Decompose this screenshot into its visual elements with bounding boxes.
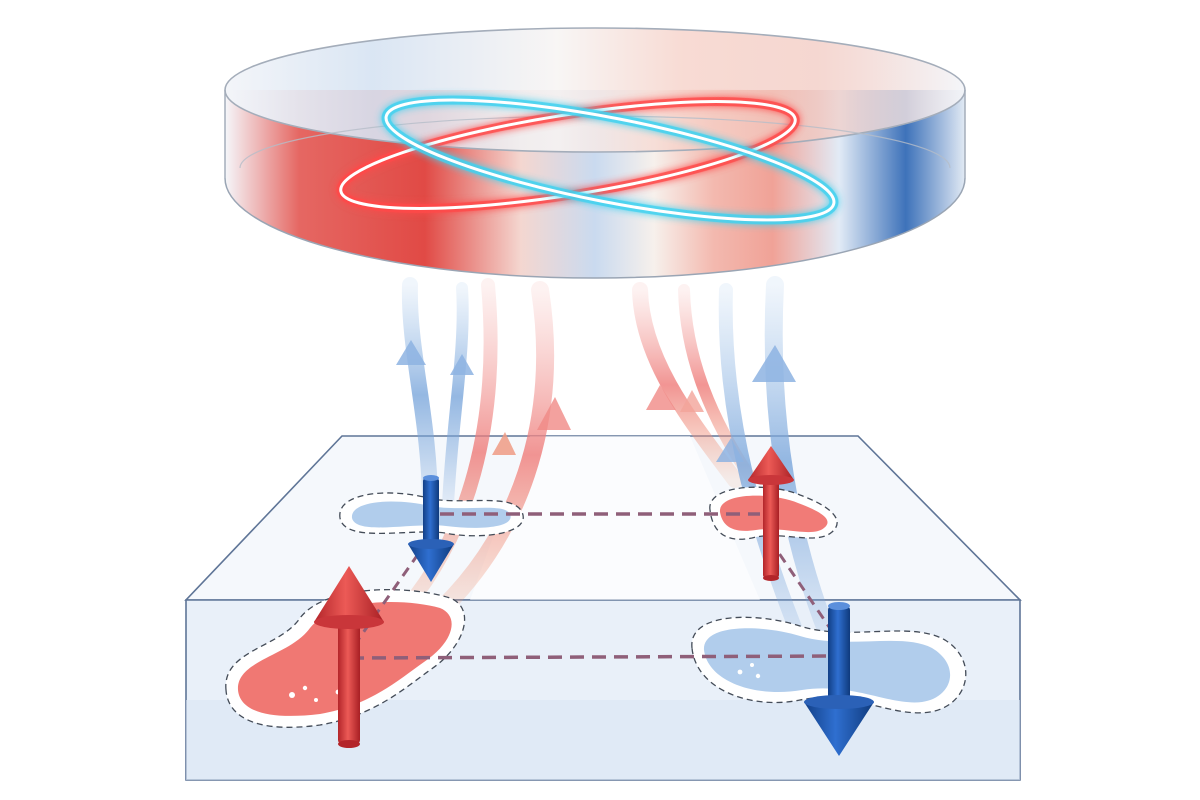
flux-stream: [442, 282, 474, 511]
flux-stream: [421, 281, 571, 629]
disk-top-surface: [224, 27, 966, 153]
disk-bottom-rim: [224, 177, 966, 279]
box-inner-band: [186, 700, 1020, 780]
spin-up-arrow: [748, 446, 794, 581]
ring-modes: [336, 95, 839, 225]
spin-down-arrow: [408, 475, 454, 582]
disk-reservoir: [224, 27, 966, 279]
flux-stream: [388, 278, 516, 627]
coupling-link: [349, 654, 839, 660]
flux-stream: [716, 283, 807, 647]
coupling-link: [768, 539, 840, 641]
spin-arrows: [314, 446, 874, 756]
flux-stream: [632, 282, 743, 488]
box-light-band: [470, 436, 760, 600]
spin-down-arrow: [804, 602, 874, 756]
flux-stream: [396, 277, 438, 513]
spin-up-arrow: [314, 566, 384, 748]
ring-mode-cyan-core: [384, 98, 836, 222]
